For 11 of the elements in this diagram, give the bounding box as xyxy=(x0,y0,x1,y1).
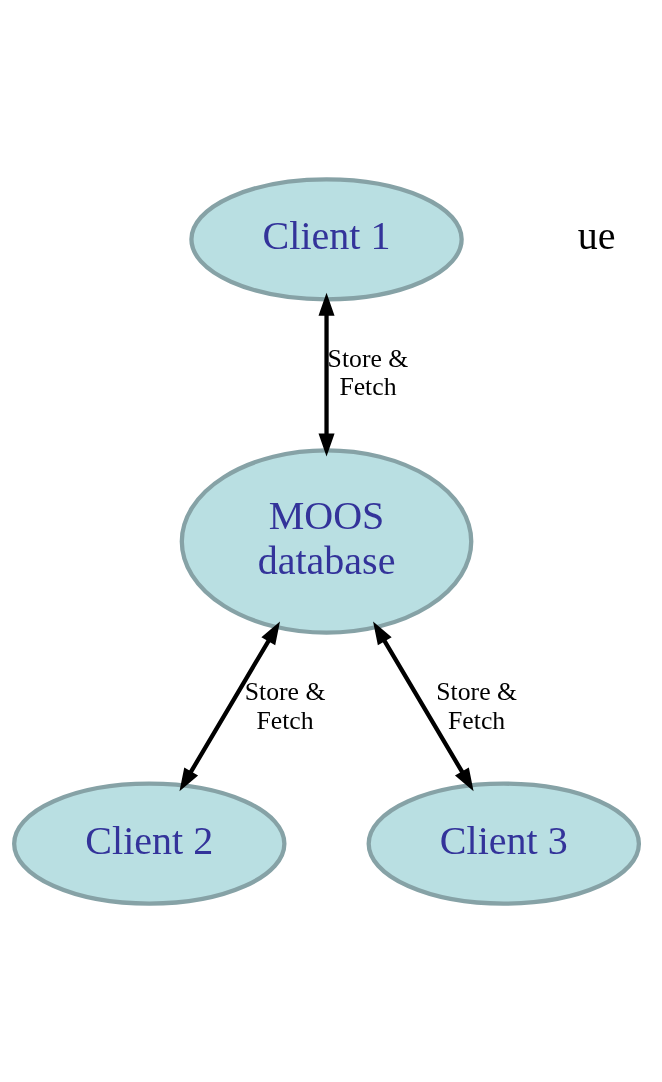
edge-label: Store & Fetch xyxy=(436,676,517,735)
arrow xyxy=(373,621,474,791)
arrow xyxy=(179,621,280,791)
edge-label: Store & Fetch xyxy=(327,343,409,401)
node-ellipse: Client 3 xyxy=(366,781,642,906)
node-ellipse: Client 1 xyxy=(189,176,464,301)
edge-label: Store & Fetch xyxy=(244,676,326,735)
node-ellipse: MOOS database xyxy=(179,447,474,635)
label: ue xyxy=(577,212,616,258)
arrow xyxy=(318,292,335,456)
node-ellipse: Client 2 xyxy=(12,781,287,906)
